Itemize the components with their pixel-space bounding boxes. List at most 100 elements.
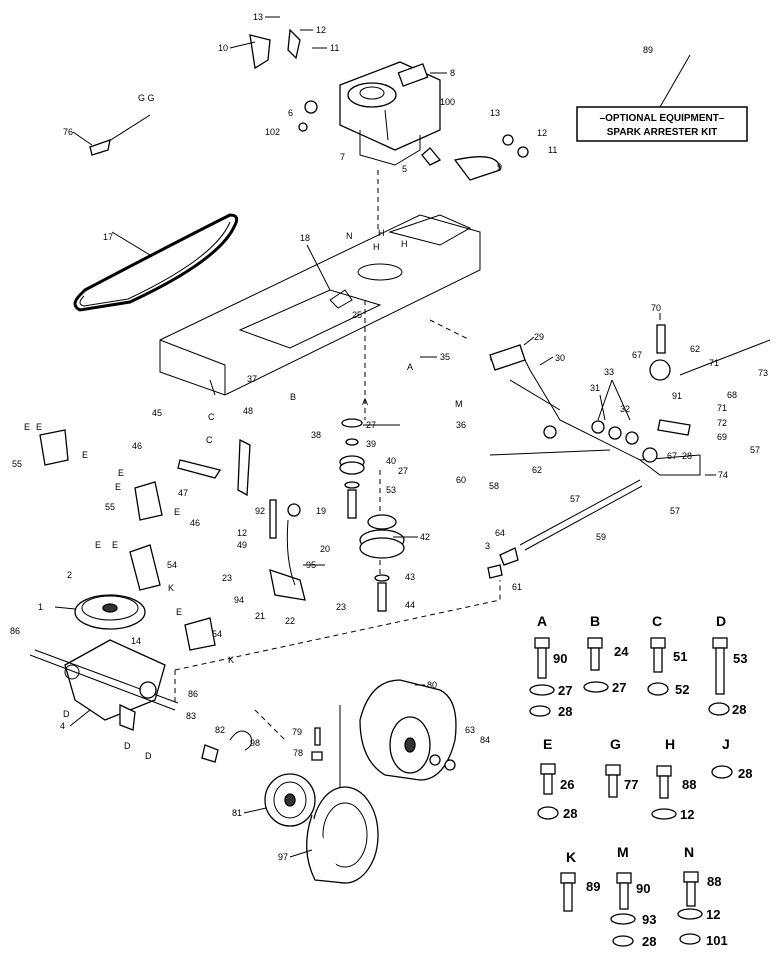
kit-k-letter: K xyxy=(566,849,576,865)
kit-a-letter: A xyxy=(537,613,547,629)
callout-67: 67 xyxy=(632,350,642,360)
pulley-1 xyxy=(74,594,146,630)
kit-m-part-2: 93 xyxy=(642,912,656,927)
callout-37: 37 xyxy=(247,374,257,384)
letter-d1: D xyxy=(63,709,70,719)
callout-20: 20 xyxy=(320,544,330,554)
leader-lines xyxy=(54,16,716,858)
kit-c-part-2: 52 xyxy=(675,682,689,697)
letter-e9: E xyxy=(176,607,182,617)
callout-25: 25 xyxy=(352,310,362,320)
kit-n-part-3: 101 xyxy=(706,933,728,948)
callout-1: 1 xyxy=(38,602,43,612)
callout-62: 62 xyxy=(690,344,700,354)
callout-98: 98 xyxy=(250,738,260,748)
callout-3: 3 xyxy=(485,541,490,551)
kit-e-letter: E xyxy=(543,736,552,752)
letter-m: M xyxy=(455,399,463,409)
callout-84: 84 xyxy=(480,735,490,745)
callout-78: 78 xyxy=(293,748,303,758)
callout-13: 13 xyxy=(253,12,263,22)
kit-a-part-3: 28 xyxy=(558,704,572,719)
engine xyxy=(339,61,441,166)
callout-89: 89 xyxy=(643,45,653,55)
callout-27b: 27 xyxy=(398,466,408,476)
callout-74: 74 xyxy=(718,470,728,480)
callout-5: 5 xyxy=(402,164,407,174)
callout-102: 102 xyxy=(265,127,280,137)
callout-4: 4 xyxy=(60,721,65,731)
callout-28: 28 xyxy=(682,451,692,461)
kit-k-part-1: 89 xyxy=(586,879,600,894)
kit-n: N 88 12 101 xyxy=(677,844,728,948)
callout-76: 76 xyxy=(63,127,73,137)
callout-11: 11 xyxy=(330,43,339,53)
letter-d2: D xyxy=(124,741,131,751)
letter-a2: A xyxy=(362,397,368,407)
kit-c-part-1: 51 xyxy=(673,649,687,664)
kit-a: A 90 27 28 xyxy=(529,613,572,719)
letter-e3: E xyxy=(82,450,88,460)
callout-97: 97 xyxy=(278,852,288,862)
callout-10: 10 xyxy=(218,43,228,53)
kit-a-part-2: 27 xyxy=(558,683,572,698)
kit-e-part-2: 28 xyxy=(563,806,577,821)
kit-k: K 89 xyxy=(560,849,600,912)
callout-55b: 55 xyxy=(105,502,115,512)
callout-8: 8 xyxy=(450,68,455,78)
callout-9: 9 xyxy=(497,162,502,172)
kit-j-letter: J xyxy=(722,736,730,752)
callout-46b: 46 xyxy=(190,518,200,528)
kit-h-part-2: 12 xyxy=(680,807,694,822)
callout-29: 29 xyxy=(534,332,544,342)
letter-gg: G G xyxy=(138,93,155,103)
callout-58: 58 xyxy=(489,481,499,491)
callout-18: 18 xyxy=(300,233,310,243)
kit-b-letter: B xyxy=(590,613,600,629)
callout-labels: 13 10 12 11 8 89 6 102 7 100 13 12 11 5 … xyxy=(10,12,768,862)
callout-57: 57 xyxy=(750,445,760,455)
callout-40: 40 xyxy=(386,456,396,466)
callout-92: 92 xyxy=(255,506,265,516)
callout-13b: 13 xyxy=(490,108,500,118)
wheel-97 xyxy=(306,786,379,884)
callout-46: 46 xyxy=(132,441,142,451)
kit-c-letter: C xyxy=(652,613,662,629)
note-line-2: SPARK ARRESTER KIT xyxy=(607,127,718,138)
kit-g-letter: G xyxy=(610,736,621,752)
callout-64: 64 xyxy=(495,528,505,538)
callout-55: 55 xyxy=(12,459,22,469)
hub-81 xyxy=(264,773,316,827)
hardware-kit-legend: A 90 27 28 B 24 27 C 51 52 D 53 xyxy=(529,613,752,949)
kit-h: H 88 12 xyxy=(651,736,696,822)
kit-h-part-1: 88 xyxy=(682,777,696,792)
callout-36: 36 xyxy=(456,420,466,430)
letter-e1: E xyxy=(24,422,30,432)
kit-n-part-2: 12 xyxy=(706,907,720,922)
callout-59: 59 xyxy=(596,532,606,542)
callout-63: 63 xyxy=(465,725,475,735)
callout-48: 48 xyxy=(243,406,253,416)
callout-91: 91 xyxy=(672,391,682,401)
kit-b: B 24 27 xyxy=(583,613,629,695)
kit-b-part-2: 27 xyxy=(612,680,626,695)
callout-71b: 71 xyxy=(717,403,727,413)
callout-57c: 57 xyxy=(670,506,680,516)
kit-m-letter: M xyxy=(617,844,629,860)
callout-57b: 57 xyxy=(570,494,580,504)
letter-k1: K xyxy=(168,583,174,593)
callout-12: 12 xyxy=(316,25,326,35)
callout-54: 54 xyxy=(167,560,177,570)
kit-e: E 26 28 xyxy=(537,736,577,821)
wheel-80 xyxy=(339,679,457,806)
callout-43: 43 xyxy=(405,572,415,582)
callout-2: 2 xyxy=(67,570,72,580)
callout-45: 45 xyxy=(152,408,162,418)
kit-m-part-3: 28 xyxy=(642,934,656,949)
callout-54b: 54 xyxy=(212,629,222,639)
callout-100: 100 xyxy=(440,97,455,107)
callout-33: 33 xyxy=(604,367,614,377)
chassis-frame xyxy=(159,214,481,396)
letter-c2: C xyxy=(206,435,213,445)
callout-35: 35 xyxy=(440,352,450,362)
